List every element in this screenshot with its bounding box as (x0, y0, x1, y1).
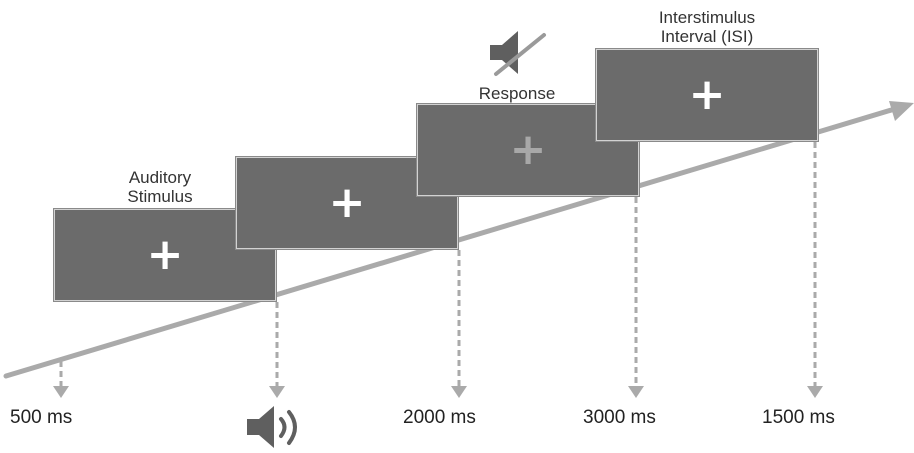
timing-label-stimulus: 500 ms (10, 407, 73, 428)
muted-speaker-icon (490, 31, 546, 76)
timing-marker-arrowhead (269, 386, 285, 398)
timing-label-isi: 1500 ms (762, 407, 835, 428)
isi-label: Interstimulus Interval (ISI) (600, 8, 814, 46)
label-line: Interstimulus (658, 8, 756, 27)
timing-marker-arrowhead (451, 386, 467, 398)
speaker-cone (502, 31, 518, 74)
fixation-cross: + (146, 229, 184, 280)
fixation-cross: + (328, 177, 366, 228)
speaker-cone (259, 406, 274, 448)
sound-wave-large (287, 410, 297, 445)
label-line: Auditory (128, 168, 192, 187)
timing-marker-arrowhead (807, 386, 823, 398)
fixation-cross: + (688, 69, 726, 120)
speaker-sound-icon (247, 406, 297, 448)
speaker-body (490, 45, 502, 60)
mute-slash (494, 33, 546, 76)
label-line: Response (478, 84, 556, 103)
isi-screen: + (596, 49, 818, 141)
timing-marker-arrowhead (53, 386, 69, 398)
timing-label-response: 2000 ms (403, 407, 476, 428)
response-screen: + (417, 104, 639, 196)
fixation-cross-dim: + (509, 124, 547, 175)
label-line: Stimulus (127, 187, 193, 206)
auditory-stimulus-label: Auditory Stimulus (60, 168, 260, 206)
response-label: Response (417, 84, 617, 103)
sound-wave-small (279, 417, 287, 438)
label-line: Interval (ISI) (660, 27, 754, 46)
timing-marker-arrowhead (628, 386, 644, 398)
time-axis-arrowhead (889, 101, 914, 121)
timing-label-isi-wait: 3000 ms (583, 407, 656, 428)
speaker-body (247, 419, 259, 435)
